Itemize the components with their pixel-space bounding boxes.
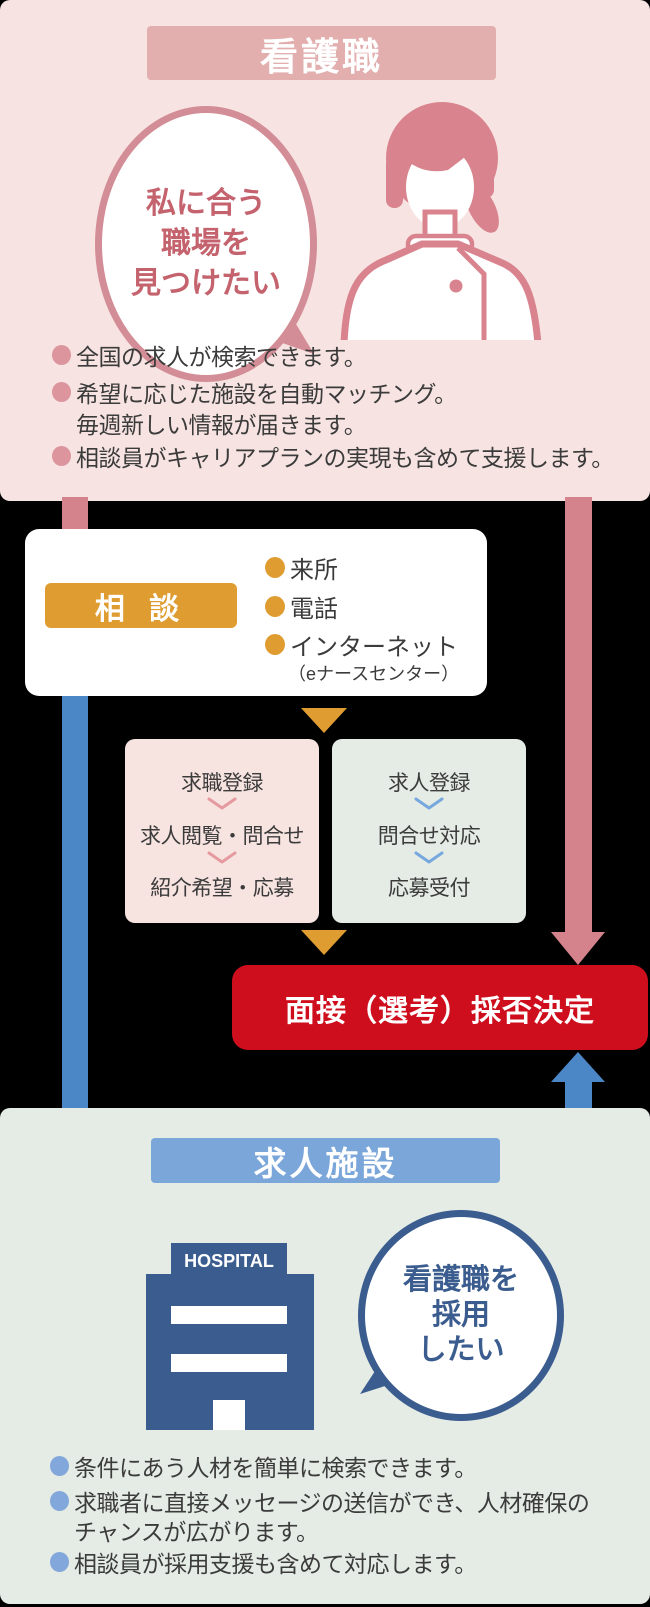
arrow-nurse-to-decision [565,497,592,933]
facility-speech-line: 採用 [431,1299,490,1331]
bullet-dot-icon [50,1552,69,1572]
bullet-dot-icon [52,446,71,466]
consult-method-label: 電話 [290,595,338,623]
consult-method-note: （eナースセンター） [288,664,460,684]
nurse-section-title: 看護職 [259,36,383,79]
jobseeker-flow-box: 求職登録 求人閲覧・問合せ 紹介希望・応募 [125,739,319,923]
bullet-dot-icon [265,595,285,617]
decision-label: 面接（選考）採否決定 [285,994,595,1028]
nurse-feature-text: 希望に応じた施設を自動マッチング。 [76,381,457,407]
employer-step: 応募受付 [388,877,471,900]
consult-method-label: 来所 [290,556,338,584]
facility-feature-bullet-continuation: チャンスが広がります。 [74,1514,319,1546]
nurse-feature-text: 毎週新しい情報が届きます。 [76,412,367,438]
nurse-feature-bullet-continuation: 毎週新しい情報が届きます。 [76,407,367,439]
facility-speech-line: したい [417,1334,505,1366]
chevron-down-icon [207,797,237,810]
facility-feature-text: チャンスが広がります。 [74,1519,319,1545]
facility-feature-text: 条件にあう人材を簡単に検索できます。 [74,1455,477,1481]
employer-flow-box: 求人登録 問合せ対応 応募受付 [332,739,526,923]
bullet-dot-icon [50,1456,69,1476]
bullet-dot-icon [50,1491,69,1511]
nurse-speech-line: 見つけたい [131,267,281,300]
facility-speech-line: 看護職を [402,1264,519,1296]
arrow-nurse-to-decision-head-icon [551,932,605,965]
nurse-feature-bullet: 全国の求人が検索できます。 [52,339,367,371]
facility-feature-bullet: 求職者に直接メッセージの送信ができ、人材確保の [50,1485,590,1517]
nurse-speech-line: 私に合う [146,187,266,220]
jobseeker-step: 求人閲覧・問合せ [140,825,305,848]
nurse-feature-bullet: 相談員がキャリアプランの実現も含めて支援します。 [52,440,614,472]
nurse-section-header: 看護職 [147,26,496,80]
facility-speech-bubble: 看護職を 採用 したい [358,1210,564,1421]
nurse-feature-bullet: 希望に応じた施設を自動マッチング。 [52,376,457,408]
facility-feature-text: 求職者に直接メッセージの送信ができ、人材確保の [74,1490,590,1516]
flow-triangle-down-icon [301,930,347,955]
bullet-dot-icon [52,345,71,365]
hospital-sign-text: HOSPITAL [184,1251,274,1271]
arrow-facility-to-consult [62,666,88,1108]
consult-method-phone: 電話 [265,591,338,623]
chevron-down-icon [414,797,444,810]
bullet-dot-icon [265,556,285,578]
nurse-illustration [340,102,542,340]
facility-section-header: 求人施設 [151,1138,500,1183]
consult-method-label: インターネット [290,633,458,661]
consult-label: 相 談 [94,592,188,626]
nurse-speech-line: 職場を [161,227,251,260]
consult-method-visit: 来所 [265,552,338,584]
facility-speech-text: 看護職を 採用 したい [403,1263,519,1368]
chevron-down-icon [207,851,237,864]
nurse-feature-text: 相談員がキャリアプランの実現も含めて支援します。 [76,445,614,471]
arrow-facility-to-decision-head-icon [551,1052,605,1082]
consult-method-internet: インターネット [265,629,458,661]
arrow-facility-to-decision [565,1082,592,1108]
hospital-icon: HOSPITAL [146,1243,314,1430]
flow-triangle-down-icon [301,708,347,733]
decision-box: 面接（選考）採否決定 [232,965,648,1050]
facility-feature-bullet: 相談員が採用支援も含めて対応します。 [50,1546,477,1578]
consult-box: 相 談 [45,583,237,628]
facility-section-title: 求人施設 [253,1144,398,1182]
employer-step: 求人登録 [388,772,471,795]
bullet-dot-icon [52,382,71,402]
nurse-feature-text: 全国の求人が検索できます。 [76,344,367,370]
facility-feature-text: 相談員が採用支援も含めて対応します。 [74,1551,477,1577]
chevron-down-icon [414,851,444,864]
bullet-dot-icon [265,633,285,655]
facility-feature-bullet: 条件にあう人材を簡単に検索できます。 [50,1450,477,1482]
nurse-speech-bubble: 私に合う 職場を 見つけたい [95,106,317,382]
jobseeker-step: 紹介希望・応募 [150,877,294,900]
nurse-speech-text: 私に合う 職場を 見つけたい [131,184,281,304]
employer-step: 問合せ対応 [377,825,481,848]
jobseeker-step: 求職登録 [181,772,264,795]
